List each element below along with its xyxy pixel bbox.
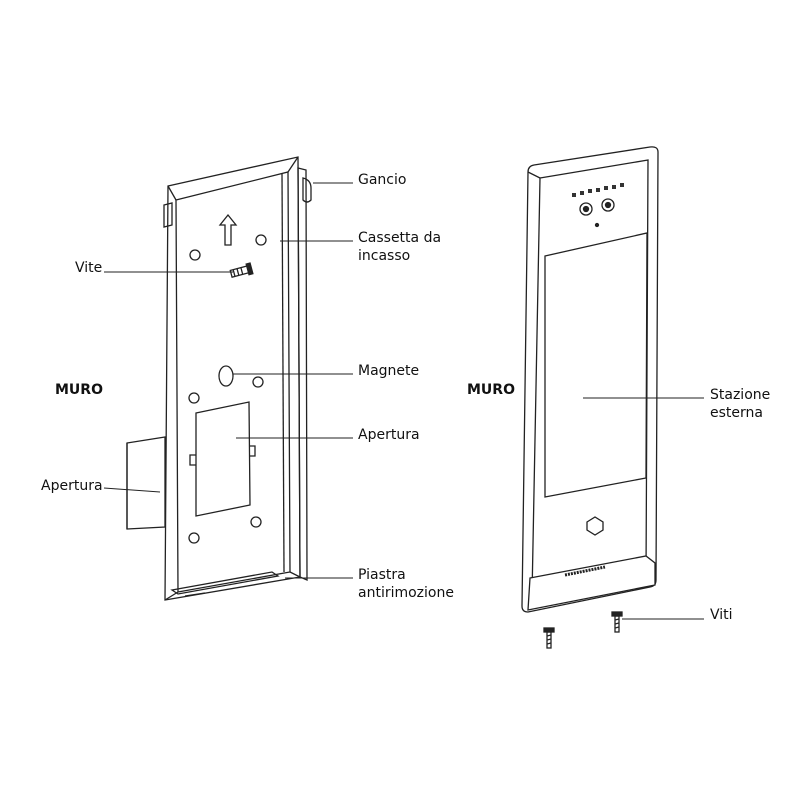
label-apertura-right: Apertura xyxy=(358,427,420,443)
label-muro-right: MURO xyxy=(467,382,515,398)
leader-lines-right xyxy=(583,397,704,620)
screws xyxy=(543,611,623,649)
wall-block xyxy=(126,436,166,530)
leader-lines-left xyxy=(103,182,353,579)
camera-left xyxy=(579,202,593,216)
card-reader-icon xyxy=(586,516,604,536)
label-piastra-line1: Piastra xyxy=(358,567,406,583)
opening xyxy=(195,401,251,517)
label-gancio: Gancio xyxy=(358,172,407,188)
label-cassetta-line1: Cassetta da xyxy=(358,230,442,246)
label-stazione: Stazione esterna xyxy=(710,386,770,422)
label-apertura-left: Apertura xyxy=(41,478,103,494)
screen xyxy=(544,232,648,498)
hook xyxy=(302,177,312,203)
label-cassetta-line2: incasso xyxy=(358,248,411,264)
label-viti: Viti xyxy=(710,607,733,623)
indicator-leds xyxy=(572,183,624,197)
label-stazione-line2: esterna xyxy=(710,405,763,421)
up-arrow-icon xyxy=(218,213,238,246)
camera-right xyxy=(601,198,615,212)
label-stazione-line1: Stazione xyxy=(710,387,771,403)
label-muro-left: MURO xyxy=(55,382,103,398)
label-vite: Vite xyxy=(75,260,103,276)
label-piastra: Piastra antirimozione xyxy=(358,566,454,602)
label-magnete: Magnete xyxy=(358,363,420,379)
label-piastra-line2: antirimozione xyxy=(358,585,454,601)
screw xyxy=(229,262,254,279)
flush-mount-box xyxy=(163,156,312,601)
magnet xyxy=(218,365,234,387)
label-cassetta: Cassetta da incasso xyxy=(358,229,441,265)
outdoor-station xyxy=(521,146,659,613)
